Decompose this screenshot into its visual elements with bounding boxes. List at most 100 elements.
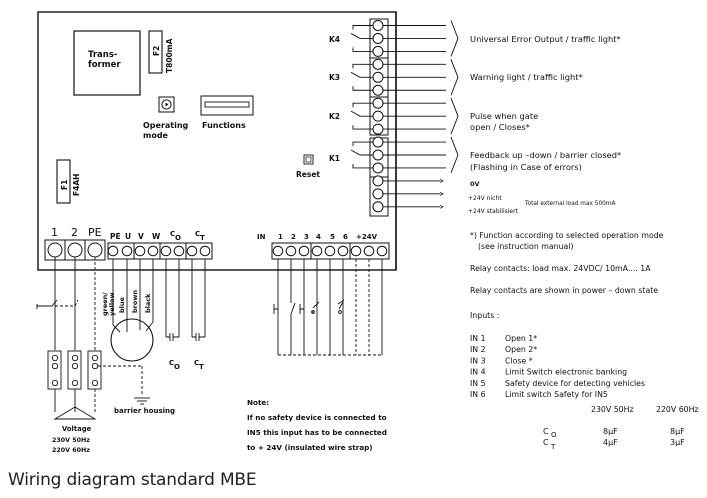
relay-contact-no xyxy=(352,86,373,91)
fuse-f1 xyxy=(56,159,71,204)
motor-terminal-v-label: V xyxy=(138,232,144,241)
input-description: Limit switch Safety for IN5 xyxy=(505,390,608,399)
motor-terminal-w-label: W xyxy=(152,232,161,241)
cap-row-co-value-2: 8µF xyxy=(670,427,685,436)
power-terminal-2-label: 2 xyxy=(71,226,78,239)
functions-label: Functions xyxy=(202,121,246,130)
input-description: Safety device for detecting vehicles xyxy=(505,379,645,388)
total-load-label: Total external load max 500mA xyxy=(524,201,615,207)
motor-terminal-co-label: C xyxy=(170,230,175,238)
input-terminal-screws xyxy=(272,245,388,257)
relay-contact-arm xyxy=(350,110,373,117)
terminal-screw xyxy=(376,245,388,257)
capacitor-co-sub: O xyxy=(174,363,180,371)
terminal-screw xyxy=(372,149,384,161)
relay-contact-no xyxy=(352,125,373,130)
relay-load-note: Relay contacts: load max. 24VDC/ 10mA...… xyxy=(470,264,651,273)
diagram-title: Wiring diagram standard MBE xyxy=(8,470,257,490)
terminal-screw xyxy=(372,123,384,135)
capacitor-ct-label: C xyxy=(194,359,199,367)
motor-terminal-ct-label: C xyxy=(195,230,200,238)
voltage-line-2: 220V 60Hz xyxy=(52,447,90,454)
terminal-screw xyxy=(121,245,133,257)
motor-terminal-ct-sub: T xyxy=(200,234,205,242)
terminal-screw xyxy=(324,245,336,257)
output-group-arrow-icon xyxy=(450,98,459,135)
input-1-label: 1 xyxy=(278,233,283,241)
input-description: Open 1* xyxy=(505,334,537,343)
transformer-box xyxy=(73,30,141,96)
cap-row-ct-value-1: 4µF xyxy=(603,438,618,447)
fuse-f1-name: F1 xyxy=(60,180,69,190)
terminal-screw xyxy=(311,245,323,257)
wire-end-arrow-icon xyxy=(439,204,444,209)
reset-button-inner xyxy=(305,156,312,163)
input-description: Open 2* xyxy=(505,345,537,354)
terminal-screw xyxy=(372,20,384,31)
input-id: IN 2 xyxy=(470,345,486,354)
output-group-arrow-icon xyxy=(450,20,459,57)
functions-switch xyxy=(200,95,254,116)
transformer-label-2: former xyxy=(88,60,121,70)
terminal-screw xyxy=(107,245,119,257)
dial-pointer-icon xyxy=(165,102,169,107)
cap-row-ct-value-2: 3µF xyxy=(670,438,685,447)
input-24v-label: +24V xyxy=(356,233,378,241)
relay-contact-nc xyxy=(352,102,373,108)
power-terminal-1-label: 1 xyxy=(51,226,58,239)
reset-button xyxy=(303,154,314,165)
relay-state-note: Relay contacts are shown in power – down… xyxy=(470,286,658,295)
motor-terminal-u-label: U xyxy=(125,232,131,241)
transformer-label-1: Trans- xyxy=(88,50,118,60)
supply-0v-label: 0V xyxy=(470,180,480,188)
input-description: Limit Switch electronic banking xyxy=(505,368,627,377)
input-3-label: 3 xyxy=(304,233,309,241)
input-6-label: 6 xyxy=(343,233,348,241)
relay-contact-nc xyxy=(352,63,373,69)
terminal-screw xyxy=(337,245,349,257)
voltage-line-1: 230V 50Hz xyxy=(52,437,90,444)
output-group-arrow-icon xyxy=(450,136,459,174)
motor-wiring xyxy=(112,259,206,341)
operating-mode-selector xyxy=(158,96,175,113)
fuse-f2-rating: T800mA xyxy=(165,38,174,73)
safety-note-line-3: to + 24V (insulated wire strap) xyxy=(247,443,373,452)
wire-black-label: black xyxy=(144,293,152,313)
relay-k2-label: K2 xyxy=(329,112,340,121)
input-id: IN 5 xyxy=(470,379,486,388)
terminal-screw xyxy=(372,45,384,57)
motor-terminal-co-sub: O xyxy=(175,234,181,242)
terminal-screw xyxy=(363,245,375,257)
footnote-line-2: (see instruction manual) xyxy=(478,242,574,251)
terminal-screw xyxy=(147,245,159,257)
relay-contact-no xyxy=(352,163,373,169)
terminal-screw xyxy=(372,162,384,174)
input-id: IN 4 xyxy=(470,368,486,377)
operating-mode-label-1: Operating xyxy=(143,121,189,130)
terminal-screw xyxy=(372,110,384,122)
safety-note-line-2: IN5 this input has to be connected xyxy=(247,428,387,437)
operating-mode-dial-icon xyxy=(161,99,172,110)
wire-green-label: green/ xyxy=(101,292,109,316)
power-terminal-pe-label: PE xyxy=(88,226,102,239)
input-wiring xyxy=(273,259,383,356)
terminal-screw xyxy=(134,245,146,257)
output-k4-text: Universal Error Output / traffic light* xyxy=(470,34,621,44)
supply-24v-stab-label: +24V stabilisiert xyxy=(468,208,519,215)
relay-contact-arm xyxy=(350,149,373,156)
relay-contact-no xyxy=(352,47,373,52)
capacitor-co-label: C xyxy=(169,359,174,367)
functions-switch-slot xyxy=(204,101,250,108)
output-k1-text-1: Feedback up –down / barrier closed* xyxy=(470,150,621,160)
terminal-screw xyxy=(372,71,384,83)
terminal-screw xyxy=(372,188,384,200)
terminal-screw xyxy=(173,245,185,257)
terminal-screw xyxy=(272,245,284,257)
terminal-screw xyxy=(372,32,384,44)
output-k2-text-2: open / Closes* xyxy=(470,122,530,132)
terminal-screw xyxy=(285,245,297,257)
terminal-screw xyxy=(160,245,172,257)
fuse-f1-rating: F4AH xyxy=(72,174,81,196)
safety-note-title: Note: xyxy=(247,398,269,407)
